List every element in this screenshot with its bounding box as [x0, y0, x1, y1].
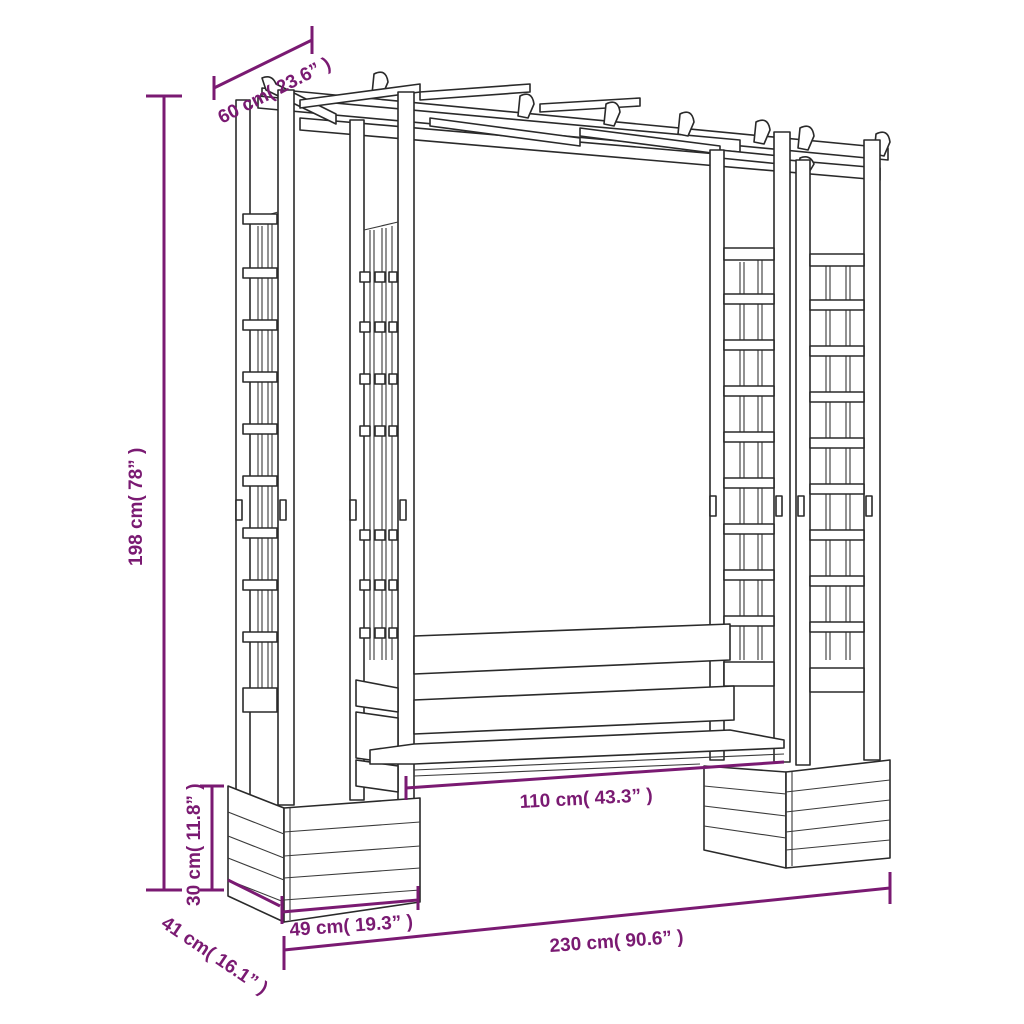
label-height-total: 198 cm( 78” ) — [126, 448, 147, 566]
label-planter-depth: 41 cm( 16.1” ) — [157, 913, 271, 1000]
dim-planter-width — [281, 898, 419, 914]
label-total-width: 230 cm( 90.6” ) — [549, 927, 684, 957]
label-planter-height: 30 cm( 11.8” ) — [184, 783, 205, 906]
pergola-roof — [257, 71, 891, 181]
dim-depth-top — [213, 38, 313, 90]
dim-total-width — [283, 886, 891, 952]
left-trellis-panels — [235, 89, 415, 806]
label-depth-top: 60 cm( 23.6” ) — [215, 54, 335, 129]
right-trellis-panels — [709, 131, 881, 766]
right-planter — [703, 759, 891, 869]
dim-planter-depth — [227, 878, 281, 908]
bench-backrest-bottom — [413, 685, 735, 735]
inner-trellis-nubs — [359, 271, 398, 639]
bench — [369, 623, 785, 777]
label-bench-width: 110 cm( 43.3” ) — [519, 785, 653, 813]
bench-backrest-top — [413, 623, 731, 675]
bench-seat — [369, 729, 785, 765]
dimension-lines — [146, 26, 892, 970]
dim-bench-width — [405, 760, 785, 790]
